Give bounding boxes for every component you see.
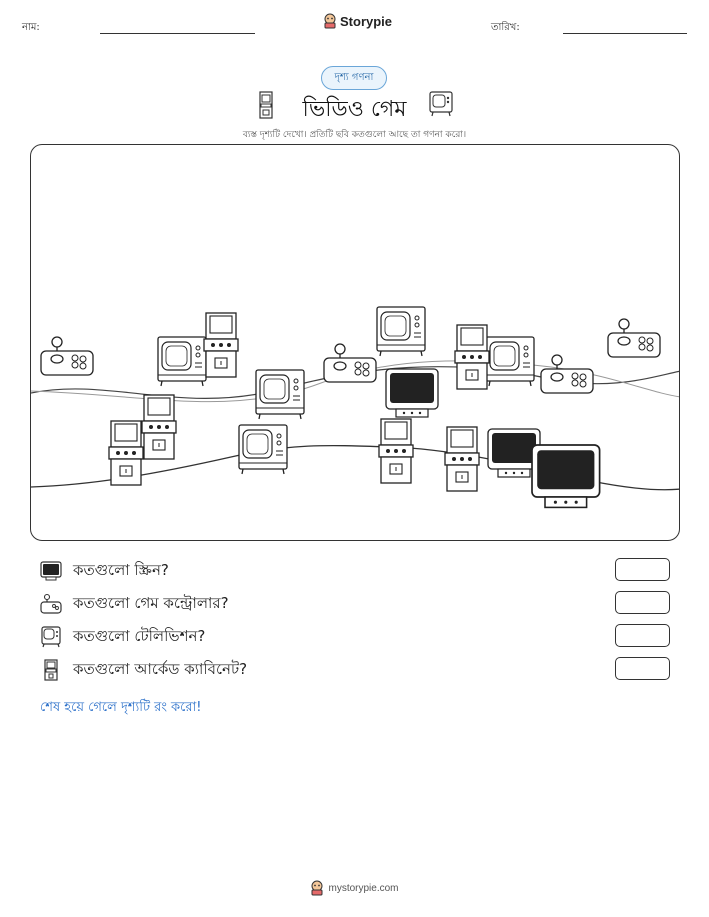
question-row: কতগুলো আর্কেড ক্যাবিনেট? <box>40 657 670 683</box>
television-icon <box>41 626 61 648</box>
footer: mystorypie.com <box>0 880 709 896</box>
counting-scene <box>30 144 680 541</box>
finish-note: শেষ হয়ে গেলে দৃশ্যটি রং করো! <box>40 700 202 715</box>
name-line[interactable] <box>100 33 255 34</box>
arcade-cabinet-icon <box>259 91 273 119</box>
page-title: ভিডিও গেম <box>302 97 407 122</box>
footer-url[interactable]: mystorypie.com <box>328 882 399 894</box>
storypie-mascot-icon <box>324 13 336 29</box>
question-row: কতগুলো স্ক্রিন? <box>40 558 670 584</box>
storypie-mascot-icon <box>311 880 323 896</box>
answer-box[interactable] <box>615 591 670 614</box>
arcade-cabinet-icon <box>44 659 58 681</box>
name-label: নাম: <box>22 22 40 33</box>
question-text: কতগুলো স্ক্রিন? <box>73 560 169 579</box>
question-row: কতগুলো গেম কন্ট্রোলার? <box>40 591 670 617</box>
answer-box[interactable] <box>615 624 670 647</box>
game-controller-icon <box>40 593 62 614</box>
brand-name: Storypie <box>340 13 393 29</box>
question-text: কতগুলো টেলিভিশন? <box>73 626 206 645</box>
screen-icon <box>40 561 62 581</box>
answer-box[interactable] <box>615 657 670 680</box>
date-line[interactable] <box>563 33 687 34</box>
scene-illustration <box>31 306 679 509</box>
question-text: কতগুলো আর্কেড ক্যাবিনেট? <box>73 659 248 678</box>
brand-logo: Storypie <box>323 13 392 29</box>
answer-box[interactable] <box>615 558 670 581</box>
question-row: কতগুলো টেলিভিশন? <box>40 624 670 650</box>
television-icon <box>429 91 453 117</box>
question-text: কতগুলো গেম কন্ট্রোলার? <box>73 593 229 612</box>
category-badge: দৃশ্য গণনা <box>321 66 387 90</box>
date-label: তারিখ: <box>491 22 520 33</box>
instructions: ব্যস্ত দৃশ্যটি দেখো। প্রতিটি ছবি কতগুলো … <box>242 130 467 140</box>
